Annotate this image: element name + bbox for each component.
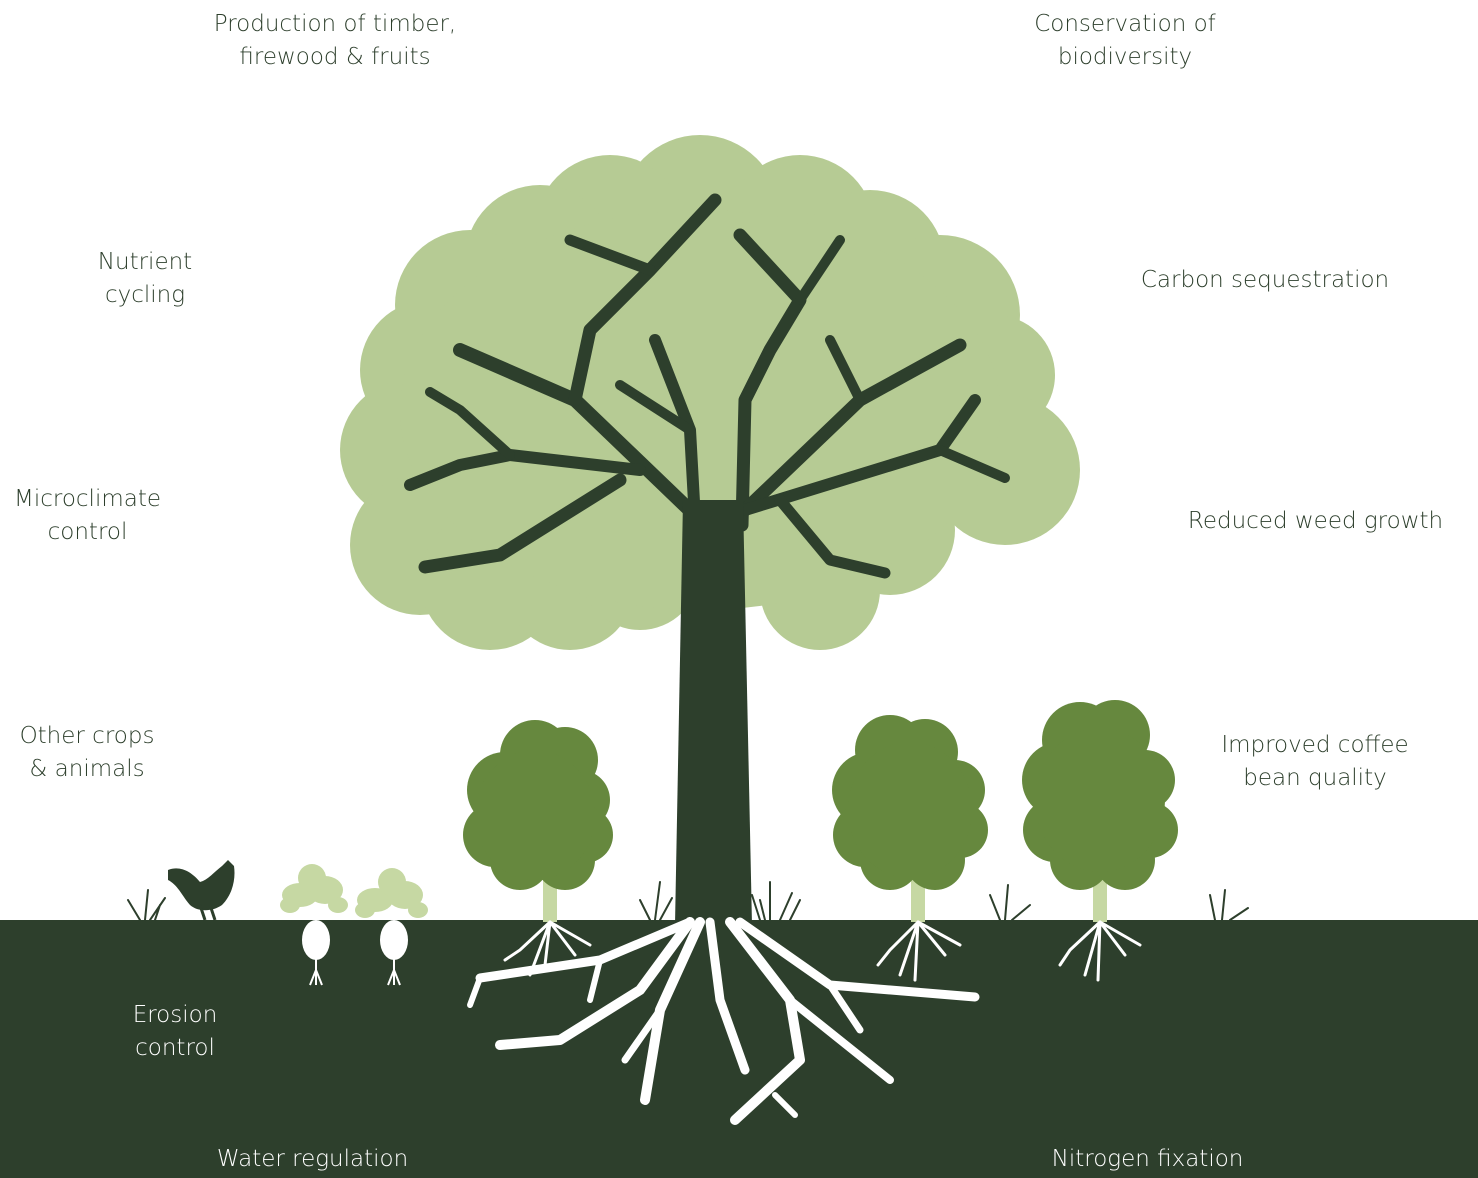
coffee-shrub-left xyxy=(463,720,613,922)
label-weed-line1: Reduced weed growth xyxy=(1187,508,1444,534)
shade-tree-canopy xyxy=(340,135,1080,650)
label-timber-line1: Production of timber, xyxy=(213,11,457,37)
label-crops-line1: Other crops xyxy=(19,723,155,749)
label-timber-line2: firewood & fruits xyxy=(239,44,431,70)
label-microclimate-line1: Microclimate xyxy=(14,486,161,512)
label-coffee-line2: bean quality xyxy=(1243,765,1387,791)
label-nitrogen-line1: Nitrogen fixation xyxy=(1051,1146,1244,1172)
label-coffee-quality: Improved coffee bean quality xyxy=(1200,729,1430,795)
label-crops-line2: & animals xyxy=(29,756,145,782)
label-nutrient-cycling: Nutrient cycling xyxy=(60,246,230,312)
label-biodiversity-line1: Conservation of xyxy=(1034,11,1216,37)
label-biodiversity: Conservation of biodiversity xyxy=(1010,8,1240,74)
label-erosion-line2: control xyxy=(135,1035,215,1061)
label-microclimate-line2: control xyxy=(47,519,128,545)
label-coffee-line1: Improved coffee xyxy=(1221,732,1409,758)
shrub-roots xyxy=(503,920,1142,982)
label-nutrient-line1: Nutrient xyxy=(97,249,193,275)
coffee-shrub-middle xyxy=(832,715,988,922)
label-weed: Reduced weed growth xyxy=(1168,505,1463,538)
label-crops: Other crops & animals xyxy=(2,720,172,786)
label-water-line1: Water regulation xyxy=(216,1146,409,1172)
label-biodiversity-line2: biodiversity xyxy=(1057,44,1193,70)
label-carbon-line1: Carbon sequestration xyxy=(1140,267,1390,293)
label-timber: Production of timber, firewood & fruits xyxy=(190,8,480,74)
chicken-icon xyxy=(168,860,235,921)
coffee-shrub-right xyxy=(1022,700,1178,922)
label-water: Water regulation xyxy=(190,1143,435,1176)
root-vegetable-icon xyxy=(280,864,428,986)
label-microclimate: Microclimate control xyxy=(0,483,175,549)
label-erosion: Erosion control xyxy=(100,999,250,1065)
shade-tree-branches xyxy=(404,193,1010,579)
label-nutrient-line2: cycling xyxy=(104,282,186,308)
shade-tree-roots xyxy=(467,917,980,1125)
grass-tuft-icon xyxy=(127,881,1249,921)
label-carbon: Carbon sequestration xyxy=(1120,264,1410,297)
shade-tree-trunk xyxy=(675,500,752,925)
label-nitrogen: Nitrogen fixation xyxy=(1025,1143,1270,1176)
label-erosion-line1: Erosion xyxy=(132,1002,218,1028)
